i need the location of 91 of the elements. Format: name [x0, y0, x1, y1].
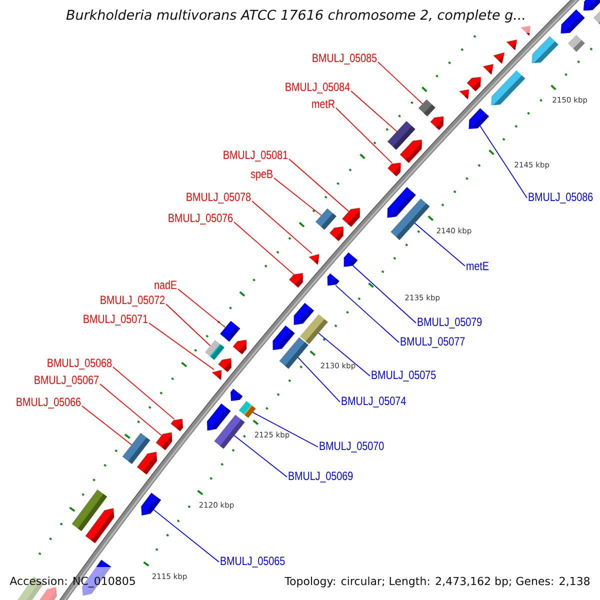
gene-box: [390, 198, 430, 240]
leader-line: [480, 125, 528, 198]
gene-pentagon: [342, 208, 360, 227]
gene-pentagon: [218, 358, 232, 372]
gene-pentagon: [330, 226, 344, 241]
gene-label: BMULJ_05068: [48, 358, 112, 370]
gene-label: metR: [312, 100, 335, 108]
gene-box: [204, 340, 224, 360]
gene-label: metE: [466, 262, 489, 270]
gene-pentagon: [344, 252, 358, 267]
gene-pentagon: [468, 108, 489, 130]
leader-line: [318, 332, 370, 376]
gene-label: BMULJ_05084: [286, 82, 350, 94]
leader-line: [166, 304, 211, 346]
gene-box: [315, 208, 336, 230]
leader-line: [288, 158, 350, 212]
gene-label: BMULJ_05078: [186, 192, 251, 204]
leader-line: [234, 222, 294, 275]
gene-pentagon: [532, 36, 558, 64]
gene-label: BMULJ_05066: [16, 398, 81, 408]
gene-pentagon: [388, 162, 401, 176]
gene-box: [279, 337, 308, 369]
footer-text: Topology: circular; Length: 2,473,162 bp; Genes: 2,138: [284, 576, 590, 588]
gene-pentagon: [294, 302, 314, 325]
gene-triangle: [308, 254, 320, 265]
leader-line: [252, 412, 318, 448]
leader-line: [252, 200, 312, 254]
leader-line: [112, 366, 175, 420]
gene-label: BMULJ_05072: [100, 296, 164, 306]
gene-diamond: [238, 401, 256, 418]
gene-pentagon: [560, 9, 585, 34]
leader-line: [414, 222, 466, 266]
gene-triangle: [493, 52, 505, 64]
gene-pentagon: [400, 140, 422, 163]
gene-label: BMULJ_05074: [342, 396, 406, 408]
gene-pentagon: [272, 326, 295, 350]
leader-line: [378, 62, 423, 104]
gene-label: BMULJ_05079: [418, 318, 482, 328]
gene-box: [214, 414, 245, 449]
gene-triangle: [482, 64, 494, 75]
gene-pentagon: [466, 77, 481, 92]
gene-pentagon: [491, 70, 526, 106]
leader-line: [352, 265, 416, 324]
gene-label: BMULJ_05086: [528, 192, 593, 204]
footer-text: Accession: NC_010805: [10, 576, 135, 588]
gene-diamond: [593, 11, 600, 24]
leader-line: [148, 322, 214, 370]
title: Burkholderia multivorans ATCC 17616 chromosome 2, complete g...: [66, 9, 524, 23]
gene-pentagon: [206, 403, 231, 431]
gene-pentagon: [137, 452, 157, 474]
gene-box: [300, 314, 328, 344]
gene-label: nadE: [154, 280, 177, 290]
gene-label: BMULJ_05070: [320, 442, 384, 452]
gene-label: BMULJ_05065: [220, 556, 285, 568]
gene-triangle: [520, 26, 530, 36]
gene-pentagon: [156, 432, 172, 450]
gene-triangle: [459, 89, 470, 100]
leader-line: [274, 178, 322, 216]
gene-box: [220, 320, 240, 342]
gene-triangle: [212, 370, 222, 380]
gene-pentagon: [583, 0, 600, 11]
gene-pentagon: [232, 340, 247, 354]
gene-label: BMULJ_05069: [288, 472, 353, 482]
gene-pentagon: [230, 388, 243, 402]
gene-label: BMULJ_05077: [400, 337, 465, 348]
leader-line: [178, 288, 226, 328]
leader-line: [350, 90, 398, 132]
gene-pentagon: [39, 586, 57, 600]
gene-label: BMULJ_05067: [34, 376, 98, 386]
gene-label: BMULJ_05085: [312, 54, 377, 64]
gene-label: BMULJ_05081: [224, 150, 288, 162]
gene-triangle: [506, 40, 517, 50]
gene-label: BMULJ_05075: [372, 370, 436, 382]
leader-line: [335, 284, 400, 343]
leader-line: [153, 509, 220, 562]
gene-label: BMULJ_05076: [168, 214, 233, 224]
leader-line: [336, 108, 393, 164]
gene-diamond: [418, 99, 436, 116]
gene-pentagon: [430, 116, 444, 130]
gene-pentagon: [170, 418, 183, 432]
leader-line: [234, 435, 288, 478]
leader-line: [100, 384, 162, 436]
gene-diamond: [568, 34, 585, 52]
gene-pentagon: [327, 273, 340, 286]
gene-label: BMULJ_05071: [84, 314, 148, 326]
gene-label: speB: [250, 170, 272, 180]
leader-line: [82, 406, 132, 446]
gene-pentagon: [141, 492, 161, 516]
gene-pentagon: [85, 508, 114, 544]
gene-pentagon: [289, 273, 303, 288]
leader-line: [298, 356, 340, 402]
